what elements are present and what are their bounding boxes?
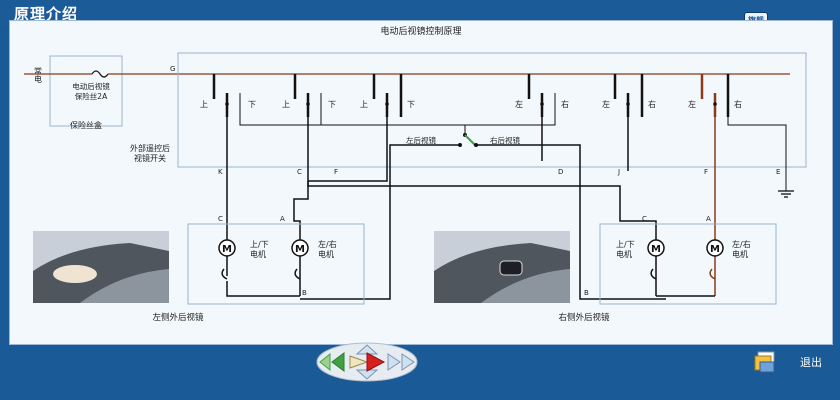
nav-stop-icon[interactable]	[366, 352, 386, 372]
right-updown-motor-symbol: M	[651, 244, 661, 255]
right-motor-box	[599, 223, 777, 305]
fuse-box	[49, 55, 123, 127]
terminal-f-left: F	[334, 168, 338, 176]
wire-to-left-mirror	[300, 144, 460, 300]
switch-group-1: 上 下	[200, 74, 256, 117]
left-lr-motor-icon	[291, 239, 309, 296]
left-updown-motor-symbol: M	[222, 244, 232, 255]
left-lr-motor-label-2: 电机	[318, 249, 334, 259]
right-mirror-label: 右侧外后视镜	[558, 312, 610, 323]
right-updown-motor-icon	[647, 239, 665, 296]
left-lr-motor-label-1: 左/右	[318, 239, 337, 249]
left-updown-motor-label-1: 上/下	[250, 240, 269, 249]
common-bus	[239, 117, 556, 126]
wire-to-right-mirror	[476, 144, 666, 300]
right-motor-a-label: A	[706, 215, 711, 223]
wire-f-left	[308, 117, 388, 182]
left-motor-c-label: C	[218, 215, 223, 223]
switch-4-left-label: 左	[515, 99, 523, 109]
terminal-e: E	[776, 168, 780, 176]
wire-a-left	[293, 181, 309, 239]
switch-2-up-label: 上	[282, 100, 290, 109]
right-motor-b-label: B	[584, 289, 589, 297]
navigation-controls	[312, 342, 422, 382]
switch-group-4: 左 右	[515, 74, 569, 117]
right-lr-motor-label-2: 电机	[732, 249, 748, 259]
right-updown-motor-label-1: 上/下	[616, 240, 635, 249]
switch-label-line1: 外部遥控后	[130, 143, 170, 153]
right-lr-motor-icon	[656, 239, 724, 297]
switch-group-2: 上 下	[282, 74, 336, 117]
right-mirror-image	[434, 231, 570, 303]
fuse-symbol	[91, 70, 109, 78]
switch-group-5: 左 右	[602, 74, 656, 117]
switch-group-3: 上 下	[360, 74, 415, 117]
switch-group-6: 左 右	[688, 74, 742, 117]
left-motor-b-label: B	[302, 289, 307, 297]
app-title: 原理介绍	[14, 5, 79, 23]
switch-3-up-label: 上	[360, 100, 368, 109]
right-lr-motor-label-1: 左/右	[732, 239, 751, 249]
selector-switch: 左后视镜 右后视镜	[406, 133, 520, 147]
diagram-panel: 电动后视镜控制原理 常电 电动后视镜 保险丝2A 保险丝盒 G 外部遥控后 视镜…	[9, 20, 833, 345]
ground-icon	[778, 190, 794, 198]
right-lr-motor-symbol: M	[710, 244, 720, 255]
exit-button-label[interactable]: 退出	[800, 356, 822, 369]
switch-label-line2: 视镜开关	[134, 153, 166, 163]
nav-first-icon[interactable]	[319, 352, 331, 372]
switch-5-left-label: 左	[602, 99, 610, 109]
left-updown-motor-icon	[218, 239, 300, 297]
circuit-diagram: 电动后视镜控制原理 常电 电动后视镜 保险丝2A 保险丝盒 G 外部遥控后 视镜…	[24, 25, 807, 323]
nav-svg	[316, 342, 418, 382]
switch-5-right-label: 右	[648, 99, 656, 109]
right-updown-motor-label-2: 电机	[616, 249, 632, 259]
terminal-k: K	[218, 168, 223, 176]
nav-play-icon[interactable]	[349, 355, 369, 369]
nav-prev-icon[interactable]	[331, 352, 345, 372]
node-g-label: G	[170, 65, 175, 73]
left-motor-a-label: A	[280, 215, 285, 223]
terminal-j: J	[617, 168, 620, 176]
terminal-c: C	[297, 168, 302, 176]
switch-1-up-label: 上	[200, 100, 208, 109]
switch-2-down-label: 下	[328, 100, 336, 109]
terminal-f-right: F	[704, 168, 708, 176]
switch-box	[177, 52, 807, 168]
terminal-d: D	[558, 168, 563, 176]
left-updown-motor-label-2: 电机	[250, 249, 266, 259]
switch-6-right-label: 右	[734, 99, 742, 109]
fuse-label-line2: 保险丝2A	[75, 91, 108, 101]
nav-last-icon[interactable]	[401, 353, 415, 371]
switch-6-left-label: 左	[688, 99, 696, 109]
left-lr-motor-symbol: M	[295, 244, 305, 255]
power-label: 常电	[34, 67, 43, 83]
diagram-title: 电动后视镜控制原理	[380, 25, 461, 37]
switch-3-down-label: 下	[407, 100, 415, 109]
exit-icon[interactable]	[752, 350, 780, 374]
fuse-label-line1: 电动后视镜	[72, 81, 110, 91]
right-motor-c-label: C	[642, 215, 647, 223]
selector-left-label: 左后视镜	[406, 135, 436, 145]
switch-4-right-label: 右	[561, 99, 569, 109]
left-mirror-image	[33, 231, 169, 303]
left-mirror-label: 左侧外后视镜	[152, 312, 204, 323]
ground-wire	[727, 117, 787, 191]
fuse-box-label: 保险丝盒	[70, 120, 102, 130]
nav-next-icon[interactable]	[387, 353, 401, 371]
left-motor-box	[187, 223, 365, 305]
switch-1-down-label: 下	[248, 100, 256, 109]
selector-right-label: 右后视镜	[490, 135, 520, 145]
